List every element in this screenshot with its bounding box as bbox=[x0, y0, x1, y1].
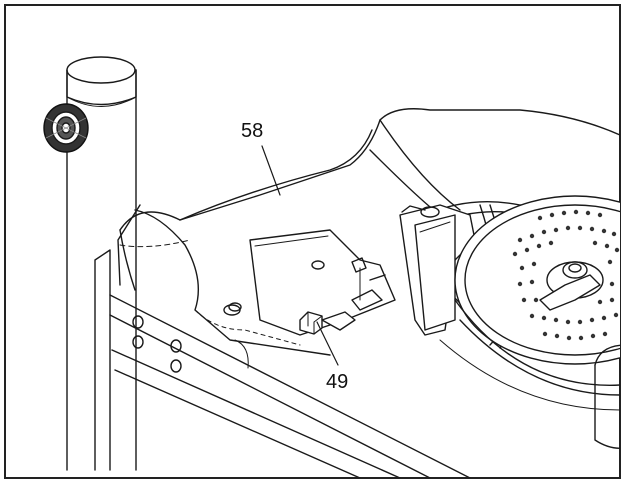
connector-plug bbox=[399, 204, 476, 336]
blade-disk bbox=[439, 195, 620, 411]
bolt-49-icon bbox=[299, 257, 386, 335]
callout-49: 49 bbox=[326, 371, 349, 393]
mounting-bracket bbox=[94, 249, 471, 478]
right-cylinder bbox=[594, 344, 620, 449]
knob-icon bbox=[43, 103, 89, 153]
callout-58: 58 bbox=[241, 120, 264, 142]
leader-line-49 bbox=[316, 321, 339, 366]
leader-line-58 bbox=[261, 145, 281, 196]
mower-deck bbox=[117, 108, 620, 356]
